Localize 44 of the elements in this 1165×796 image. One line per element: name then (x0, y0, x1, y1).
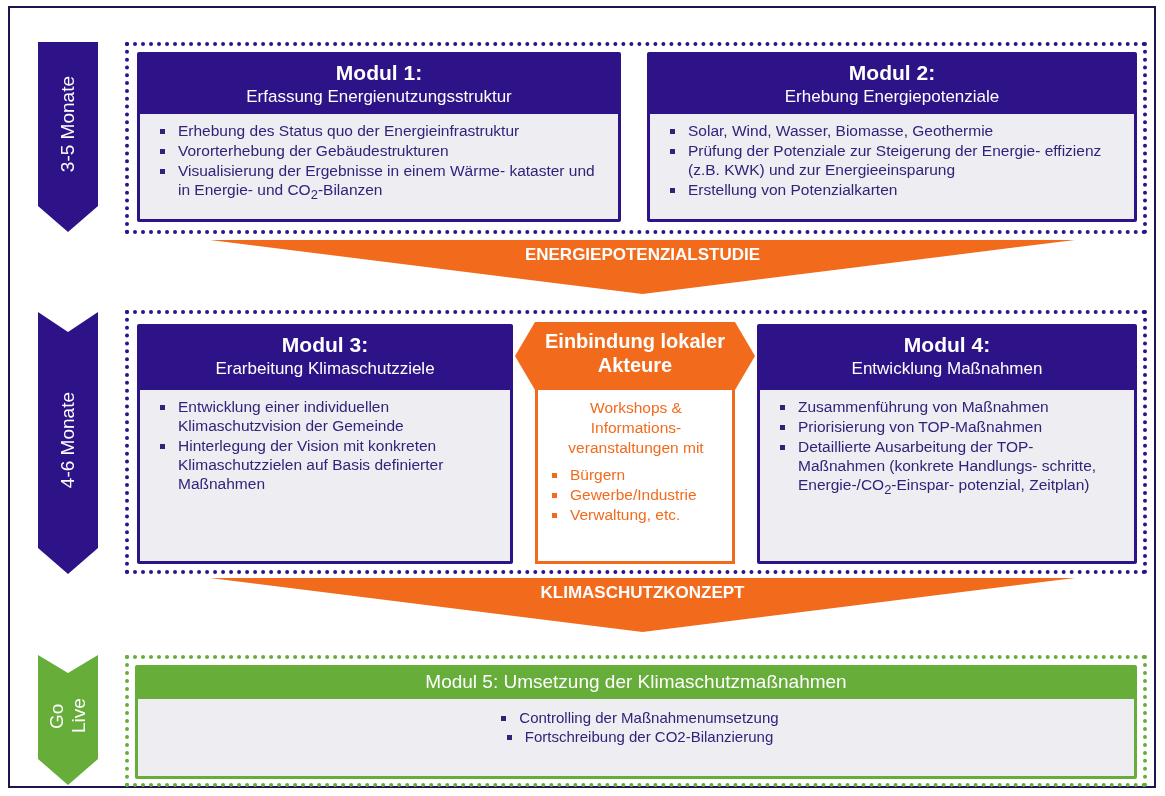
module-title: Modul 4: (902, 333, 992, 357)
phase-duration: 4-6 Monate (57, 391, 79, 489)
phase-result: ENERGIEPOTENZIALSTUDIE (524, 245, 761, 265)
chevron-arrow (38, 42, 98, 232)
chevron-arrow (38, 655, 98, 785)
module-title: Modul 3: (280, 333, 370, 357)
bullet-point: Prüfung der Potenziale zur Steigerung der Energie- effizienz (z.B. KWK) und zur Energieeinsparung (664, 141, 1122, 180)
bullet-point: Bürgern (546, 466, 726, 486)
module-subtitle: Entwicklung Maßnahmen (850, 359, 1044, 379)
module-title: Modul 1: (334, 61, 424, 85)
module-title: Modul 5: Umsetzung der Klimaschutzmaßnahmen (424, 671, 848, 693)
bullet-point: Erhebung des Status quo der Energieinfrastruktur (154, 122, 606, 141)
bullet-point: Fortschreibung der CO2-Bilanzierung (500, 728, 774, 747)
bullet-point: Priorisierung von TOP-Maßnahmen (774, 417, 1122, 437)
participation-card (515, 322, 755, 564)
module-card (757, 324, 1137, 564)
bullet-point: Controlling der Maßnahmenumsetzung (495, 709, 779, 728)
phase-result: KLIMASCHUTZKONZEPT (540, 583, 745, 603)
chevron-arrow (38, 312, 98, 574)
module-subtitle: Erarbeitung Klimaschutzziele (214, 359, 436, 379)
dotted-frame (125, 655, 1147, 787)
bullet-point: Zusammenführung von Maßnahmen (774, 398, 1122, 417)
bullet-point: Hinterlegung der Vision mit konkreten Klimaschutzzielen auf Basis definierter Maßnahmen (154, 436, 498, 494)
bullet-point: Verwaltung, etc. (546, 506, 726, 526)
bullet-point: Erstellung von Potenzialkarten (664, 180, 1122, 200)
module-card (135, 665, 1137, 779)
bullet-point: Vororterhebung der Gebäudestrukturen (154, 141, 606, 161)
module-title: Modul 2: (847, 61, 937, 85)
bullet-point: Visualisierung der Ergebnisse in einem Wärme- kataster und in Energie- und CO$_{2}$-Bilanzen (154, 161, 606, 203)
module-card (137, 52, 621, 222)
bullet-point: Gewerbe/Industrie (546, 486, 726, 506)
module-card (137, 324, 513, 564)
phase-duration: 3-5 Monate (57, 75, 79, 173)
participation-title: Einbindung lokaler Akteure (544, 329, 726, 377)
phase-duration: Go Live (46, 697, 90, 736)
module-card (647, 52, 1137, 222)
module-subtitle: Erhebung Energiepotenziale (783, 87, 1001, 107)
module-subtitle: Erfassung Energienutzungsstruktur (245, 87, 513, 107)
bullet-point: Solar, Wind, Wasser, Biomasse, Geothermie (664, 122, 1122, 141)
bullet-point: Entwicklung einer individuellen Klimaschutzvision der Gemeinde (154, 398, 498, 436)
dotted-frame (125, 42, 1147, 234)
dotted-frame (125, 310, 1147, 574)
bullet-point: Detaillierte Ausarbeitung der TOP- Maßnahmen (konkrete Handlungs- schritte, Energie-/CO$_{2}$-Einspar- potenzial, Zeitplan) (774, 437, 1122, 498)
intro-text: Workshops & Informations- veranstaltungen mit (567, 398, 705, 459)
